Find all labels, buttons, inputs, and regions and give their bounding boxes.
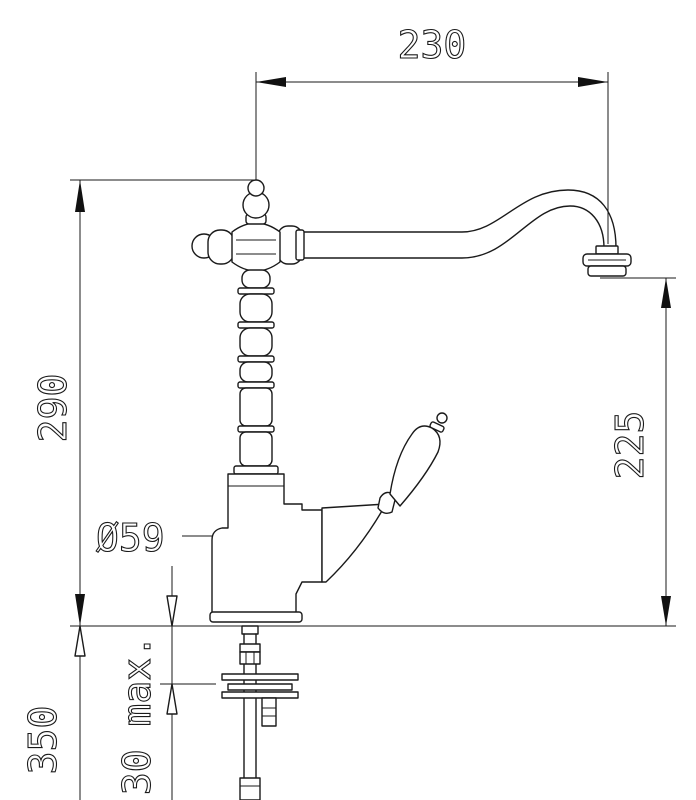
dim-label-290: 290 <box>31 374 75 443</box>
dim-label-59: Ø59 <box>96 516 165 560</box>
dim-label-225: 225 <box>608 411 652 480</box>
lever-neck <box>377 491 397 515</box>
dimension-deck-thickness: 30 max. <box>114 566 216 800</box>
dimension-outlet-height: 225 <box>600 277 676 626</box>
spout <box>299 189 617 259</box>
hose-fitting <box>239 777 261 800</box>
arrow-right-reach <box>578 77 608 87</box>
arrow-deck-bottom <box>166 683 178 715</box>
arrow-deck-top <box>166 595 178 627</box>
base-flange <box>209 611 303 623</box>
lever-cartridge <box>321 503 387 583</box>
finial-top <box>247 179 265 197</box>
lever-tip <box>436 412 448 424</box>
mixer-body <box>211 473 323 615</box>
arrow-top-height <box>75 180 85 212</box>
aerator-bottom <box>587 265 627 277</box>
fixing-nut <box>261 697 277 727</box>
fixing-washer-top <box>221 673 299 681</box>
column <box>233 269 279 475</box>
dim-label-230: 230 <box>398 23 467 67</box>
lever-ceramic <box>389 425 441 507</box>
fixing-washer-bottom <box>221 691 299 699</box>
arrow-top-outlet <box>661 278 671 308</box>
under-deck-assembly <box>221 625 299 800</box>
supply-connector <box>239 651 261 665</box>
dim-label-30-max: 30 max. <box>115 635 159 795</box>
dimension-total-height: 290 <box>30 179 256 626</box>
shank-top <box>241 625 259 635</box>
arrow-bottom-height <box>75 594 85 626</box>
dimension-spout-reach: 230 <box>255 22 609 244</box>
aerator-top <box>595 245 619 255</box>
arrow-left-reach <box>256 77 286 87</box>
central-hub <box>231 222 281 272</box>
dimension-supply-length: 350 <box>20 625 86 800</box>
fixing-washer-mid <box>227 683 293 691</box>
arrow-supply-top <box>74 625 86 657</box>
lever-handle <box>321 412 448 583</box>
faucet-body <box>191 179 632 623</box>
left-cross-knob <box>207 229 235 265</box>
arrow-bottom-outlet <box>661 596 671 626</box>
dim-label-350: 350 <box>21 706 65 775</box>
